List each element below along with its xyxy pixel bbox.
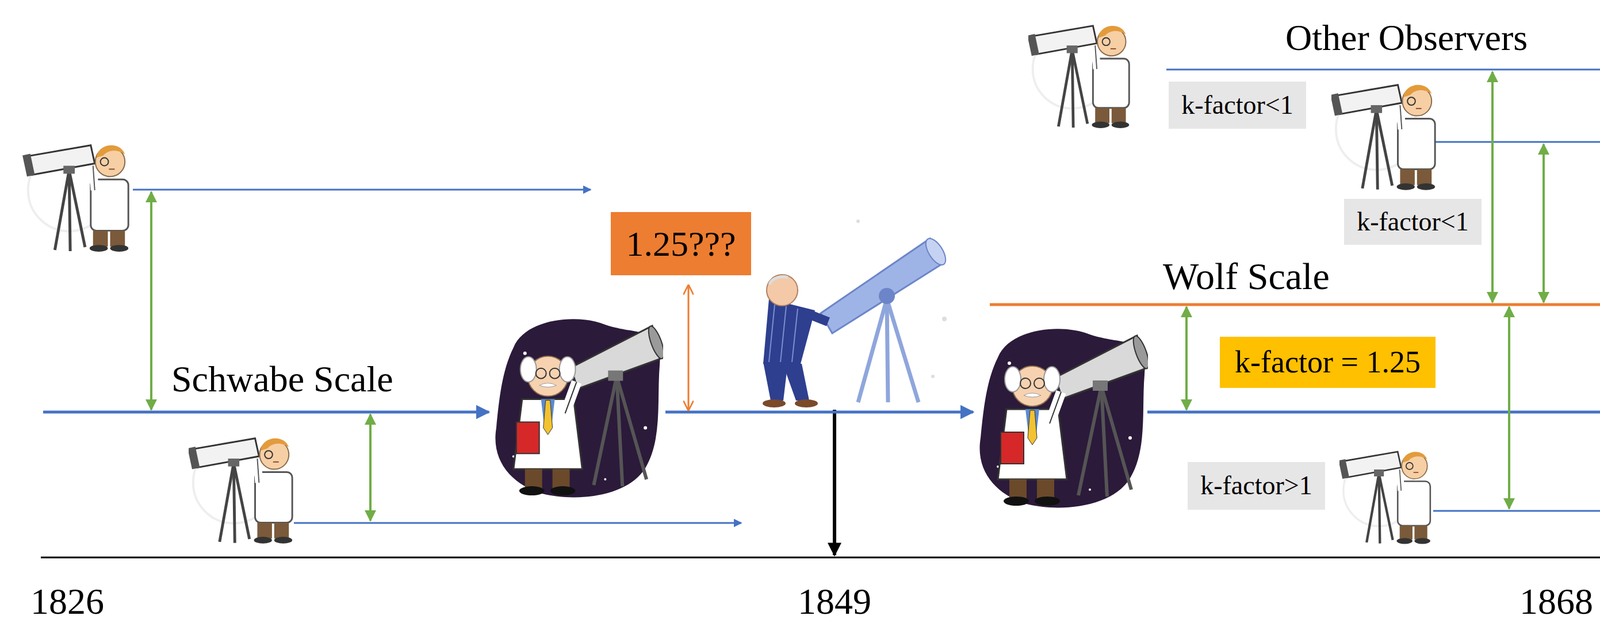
year-label: 1849 [797, 582, 872, 623]
wolf-figure [746, 219, 950, 408]
k-factor-arrow [1542, 144, 1545, 303]
observer-figure [1338, 452, 1430, 545]
scale-label: Wolf Scale [1162, 255, 1330, 298]
year-pointer [832, 410, 837, 556]
observer-line [1433, 510, 1600, 513]
box-text: k-factor>1 [1200, 471, 1313, 501]
k-factor-box: k-factor>1 [1187, 462, 1326, 511]
schwabe-figure [979, 328, 1152, 508]
observer-figure [1027, 25, 1129, 129]
observer-line [1166, 69, 1600, 71]
observer-figure [187, 438, 293, 545]
k-factor-arrow [1491, 71, 1494, 303]
k-factor-arrow [1507, 307, 1511, 509]
k-factor-box: k-factor = 1.25 [1219, 337, 1436, 389]
observer-figure [22, 145, 129, 252]
scale-gap-arrow [687, 285, 690, 411]
observer-line [1433, 141, 1600, 144]
box-text: k-factor<1 [1356, 207, 1469, 237]
wolf-scale-line [989, 303, 1600, 307]
k-factor-box: k-factor<1 [1168, 81, 1307, 129]
k-factor-box: k-factor<1 [1344, 198, 1482, 246]
group-label: Other Observers [1285, 17, 1528, 59]
scale-line [665, 411, 974, 415]
box-text: k-factor<1 [1181, 90, 1294, 121]
box-text: 1.25??? [625, 224, 736, 264]
k-factor-arrow [1185, 307, 1188, 411]
box-text: k-factor = 1.25 [1234, 345, 1421, 380]
timeline [40, 557, 1600, 560]
observer-line [293, 522, 742, 525]
year-label: 1826 [30, 582, 105, 623]
scale-gap-arrow [369, 414, 372, 522]
scale-line [43, 411, 489, 415]
observer-line [132, 189, 591, 191]
scale-gap-arrow [150, 192, 153, 411]
year-label: 1868 [1519, 582, 1594, 623]
observer-figure [1330, 85, 1435, 191]
schwabe-figure [495, 319, 667, 498]
scale-label: Schwabe Scale [171, 359, 394, 400]
scale-line [1147, 411, 1600, 415]
k-factor-box: 1.25??? [610, 212, 752, 276]
